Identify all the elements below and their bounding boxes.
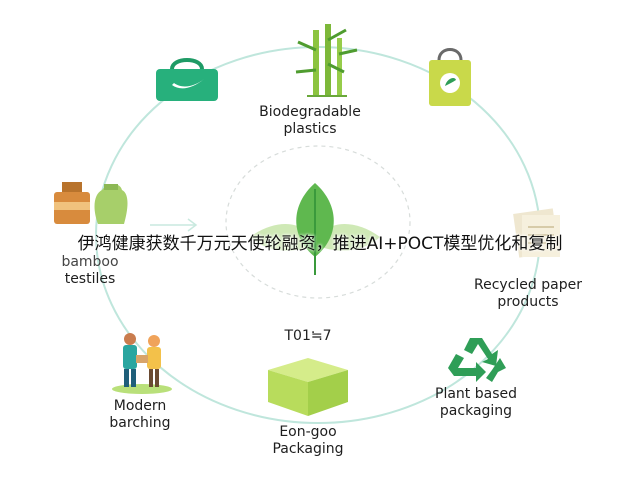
node-modern-line1: Modern xyxy=(113,398,167,414)
node-eon-line2: Packaging xyxy=(272,441,344,457)
shopping-bag-icon xyxy=(156,58,218,101)
node-bamboo-line2: testiles xyxy=(64,271,116,287)
node-biodegradable-line2: plastics xyxy=(283,121,337,137)
box-icon xyxy=(268,358,348,416)
node-modern-line2: barching xyxy=(109,415,171,431)
node-modern: Modern barching xyxy=(90,398,190,432)
node-bamboo: bamboo testiles xyxy=(40,254,140,288)
headline-overlay: 伊鸿健康获数千万元天使轮融资，推进AI+POCT模型优化和复制 xyxy=(77,234,563,254)
leaf-icon xyxy=(250,183,380,275)
jars-icon xyxy=(54,182,128,224)
bamboo-icon xyxy=(295,24,358,97)
node-plant: Plant based packaging xyxy=(408,386,544,420)
node-eon-line1: Eon-goo xyxy=(279,424,337,440)
node-plant-line1: Plant based xyxy=(435,386,517,402)
recycle-icon xyxy=(448,338,506,382)
node-eon: Eon-goo Packaging xyxy=(250,424,366,458)
node-biodegradable-line1: Biodegradable xyxy=(259,104,361,120)
node-bamboo-line1: bamboo xyxy=(61,254,119,270)
node-biodegradable: Biodegradable plastics xyxy=(245,104,375,138)
paper-icon xyxy=(513,208,560,258)
node-recycled: Recycled paper products xyxy=(458,277,598,311)
eco-bag-icon xyxy=(429,48,471,106)
node-recycled-line2: products xyxy=(497,294,559,310)
code-label: T01≒7 xyxy=(284,328,332,344)
node-plant-line2: packaging xyxy=(439,403,513,419)
people-icon xyxy=(112,333,172,394)
node-recycled-line1: Recycled paper xyxy=(474,277,582,293)
